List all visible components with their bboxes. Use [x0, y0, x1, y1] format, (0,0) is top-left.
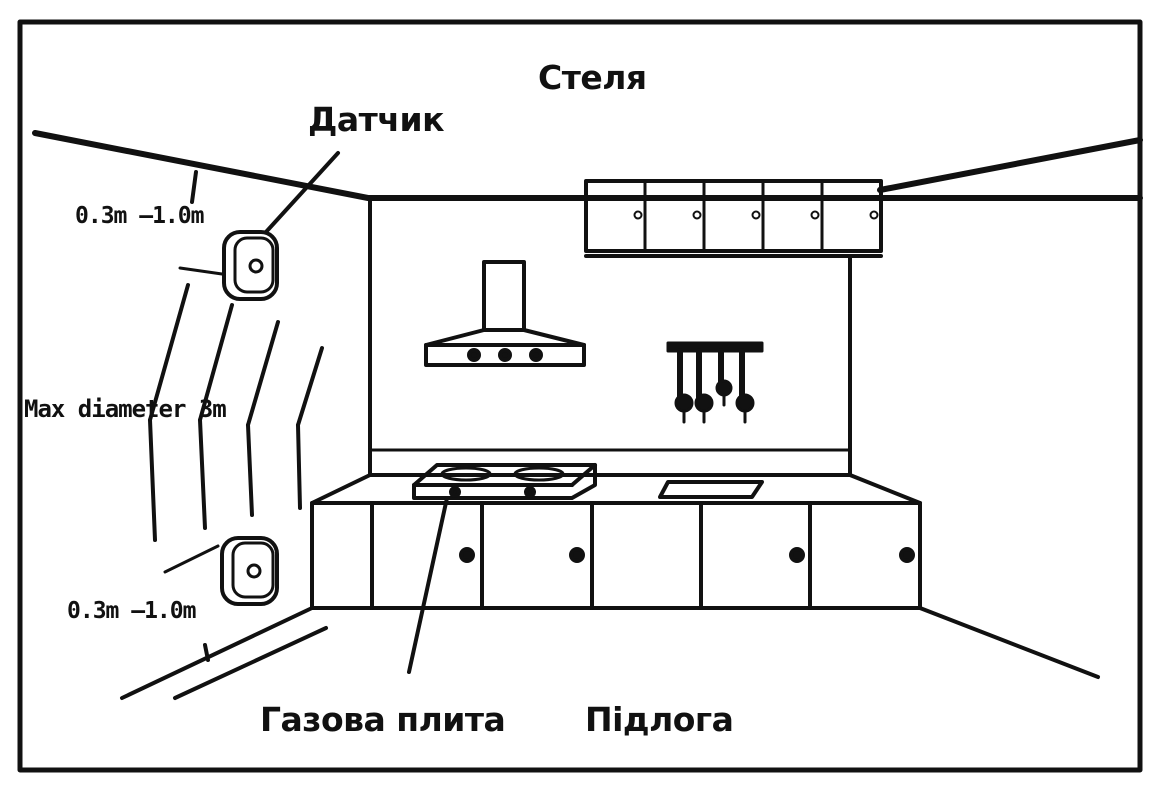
- distance-top-label: 0.3m —1.0m: [75, 203, 204, 229]
- gas-stove: [412, 463, 597, 500]
- sensor-device-top: [222, 230, 279, 301]
- distance-bottom-label: 0.3m —1.0m: [67, 598, 196, 624]
- wall-cabinet: [584, 179, 883, 258]
- counter-cabinets: [310, 473, 922, 610]
- detection-range-lines: [148, 283, 324, 542]
- sink: [658, 480, 764, 499]
- gas-stove-label: Газова плита: [260, 700, 506, 739]
- dimension-markers: [163, 170, 224, 662]
- max-diameter-label: Max diameter 3m: [24, 395, 227, 423]
- floor-label: Підлога: [585, 700, 734, 739]
- range-hood: [424, 260, 586, 367]
- diagram-frame: [17, 19, 1143, 773]
- ceiling-label: Стеля: [538, 58, 647, 97]
- utensil-rack: [666, 341, 764, 424]
- sensor-device-bottom: [220, 536, 279, 606]
- leader-lines: [264, 151, 449, 674]
- sensor-label: Датчик: [308, 100, 444, 139]
